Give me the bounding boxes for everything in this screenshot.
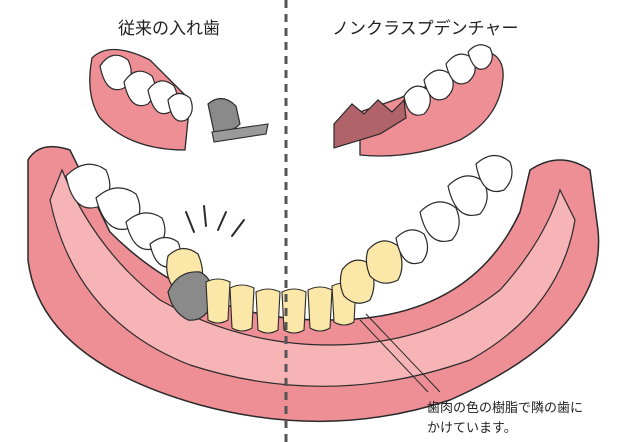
metal-clasp-icon (207, 97, 269, 143)
callout-note-line1: 歯肉の色の樹脂で隣の歯に (427, 401, 584, 416)
callout-note-line2: かけています。 (427, 421, 517, 436)
lower-right-tooth-yellow (365, 240, 403, 284)
callout-leader-lines (359, 313, 441, 393)
right-title: ノンクラスプデンチャー (332, 19, 519, 39)
emphasis-lines-icon (185, 205, 245, 237)
lower-right-teeth (395, 154, 513, 265)
left-partial-teeth (99, 54, 193, 122)
lower-front-teeth (205, 278, 357, 334)
lower-right-abutment-tooth (339, 259, 375, 304)
resin-clasp-icon (333, 98, 407, 149)
right-partial-teeth (403, 44, 493, 116)
callout-note: 歯肉の色の樹脂で隣の歯に かけています。 (427, 399, 583, 439)
left-title: 従来の入れ歯 (118, 19, 220, 39)
